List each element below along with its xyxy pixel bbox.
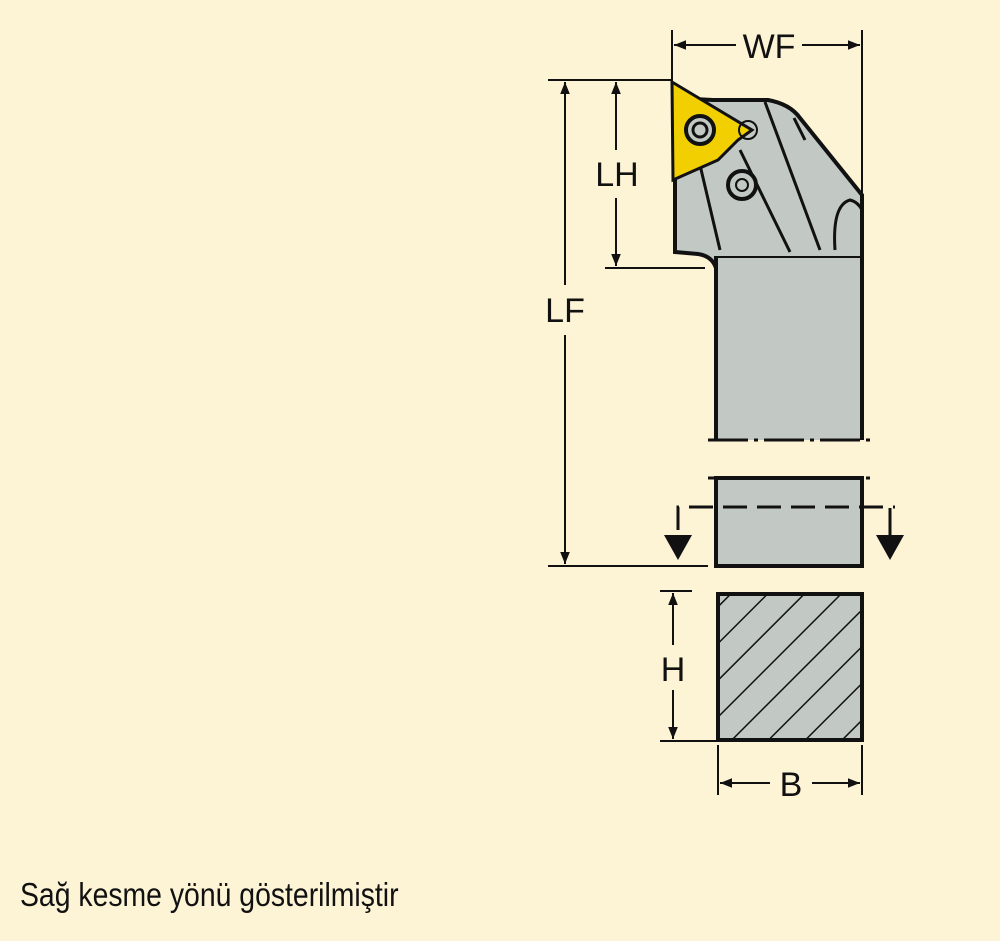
- dimension-lf: LF: [545, 79, 708, 567]
- dimension-label-lh: LH: [595, 156, 638, 194]
- dimension-label-h: H: [661, 651, 686, 689]
- dimension-wf: WF: [671, 28, 863, 195]
- clamp-screw-icon: [726, 169, 758, 201]
- shank: [708, 258, 870, 568]
- dimension-h: H: [660, 590, 716, 742]
- dimension-label-lf: LF: [545, 292, 585, 330]
- dimension-label-b: B: [780, 766, 803, 804]
- dimension-b: B: [717, 745, 863, 804]
- dimension-lh: LH: [595, 82, 705, 269]
- cross-section: [716, 592, 864, 742]
- threading-insert: [670, 79, 758, 183]
- dimension-label-wf: WF: [743, 28, 796, 66]
- section-line: [664, 505, 904, 560]
- caption: Sağ kesme yönü gösterilmiştir: [20, 876, 399, 913]
